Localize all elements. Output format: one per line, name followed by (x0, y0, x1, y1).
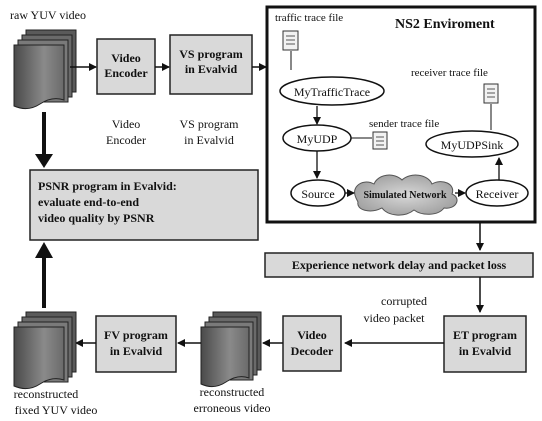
svg-text:MyUDP: MyUDP (297, 132, 338, 146)
raw-yuv-label: raw YUV video (10, 8, 86, 22)
video-decoder-box: Video Decoder (282, 315, 342, 372)
et-program-box: ET program in Evalvid (443, 315, 527, 373)
simulated-network-cloud-icon: Simulated Network (354, 174, 458, 216)
svg-text:video packet: video packet (364, 311, 426, 325)
svg-text:Experience network delay and p: Experience network delay and packet loss (292, 258, 507, 272)
traffic-trace-file-icon (282, 30, 299, 51)
svg-text:Decoder: Decoder (291, 344, 334, 358)
svg-text:in Evalvid: in Evalvid (184, 133, 234, 147)
vs-program-caption: VS program (180, 117, 240, 131)
my-udp-node: MyUDP (282, 124, 352, 152)
svg-text:MyTrafficTrace: MyTrafficTrace (294, 85, 370, 99)
svg-text:Encoder: Encoder (104, 66, 148, 80)
receiver-node: Receiver (465, 179, 529, 207)
svg-text:PSNR program in Evalvid:: PSNR program in Evalvid: (38, 179, 177, 193)
svg-text:Source: Source (301, 187, 334, 201)
svg-text:Video: Video (297, 328, 327, 342)
svg-text:erroneous video: erroneous video (194, 401, 271, 415)
my-udp-sink-node: MyUDPSink (425, 130, 519, 158)
svg-text:in Evalvid: in Evalvid (459, 344, 512, 358)
svg-text:Encoder: Encoder (106, 133, 146, 147)
video-encoder-box: Video Encoder (96, 38, 156, 95)
video-encoder-caption: Video (112, 117, 141, 131)
svg-text:evaluate end-to-end: evaluate end-to-end (38, 195, 139, 209)
svg-text:Receiver: Receiver (476, 187, 519, 201)
svg-text:in Evalvid: in Evalvid (110, 344, 163, 358)
receiver-trace-file-label: receiver trace file (411, 67, 488, 79)
sender-trace-file-icon (372, 131, 388, 150)
corrupted-packet-label: corrupted (381, 294, 427, 308)
ns2-title: NS2 Enviroment (395, 17, 495, 32)
raw-yuv-video-stack-icon (13, 29, 77, 110)
svg-text:Video: Video (111, 51, 141, 65)
svg-text:fixed YUV video: fixed YUV video (15, 403, 98, 417)
fixed-video-stack-icon (13, 311, 77, 390)
traffic-trace-file-label: traffic trace file (275, 12, 343, 24)
vs-program-box: VS program in Evalvid (169, 34, 253, 95)
experience-network-box: Experience network delay and packet loss (264, 252, 534, 278)
reconstructed-fixed-label: reconstructed (14, 387, 79, 401)
svg-text:Simulated Network: Simulated Network (363, 190, 446, 201)
reconstructed-erroneous-label: reconstructed (200, 385, 265, 399)
svg-text:VS program: VS program (179, 47, 242, 61)
svg-text:video quality by PSNR: video quality by PSNR (38, 211, 155, 225)
ns2-environment-box: NS2 Enviroment traffic trace file MyTraf… (265, 5, 537, 224)
svg-text:MyUDPSink: MyUDPSink (441, 138, 504, 152)
svg-text:in Evalvid: in Evalvid (185, 62, 238, 76)
erroneous-video-stack-icon (200, 311, 262, 388)
psnr-program-box: PSNR program in Evalvid: evaluate end-to… (29, 169, 259, 241)
sender-trace-file-label: sender trace file (369, 118, 439, 130)
my-traffic-trace-node: MyTrafficTrace (279, 76, 385, 106)
receiver-trace-file-icon (483, 83, 499, 104)
svg-text:ET program: ET program (453, 328, 517, 342)
fv-program-box: FV program in Evalvid (95, 315, 177, 373)
source-node: Source (290, 179, 346, 207)
svg-text:FV program: FV program (104, 328, 168, 342)
